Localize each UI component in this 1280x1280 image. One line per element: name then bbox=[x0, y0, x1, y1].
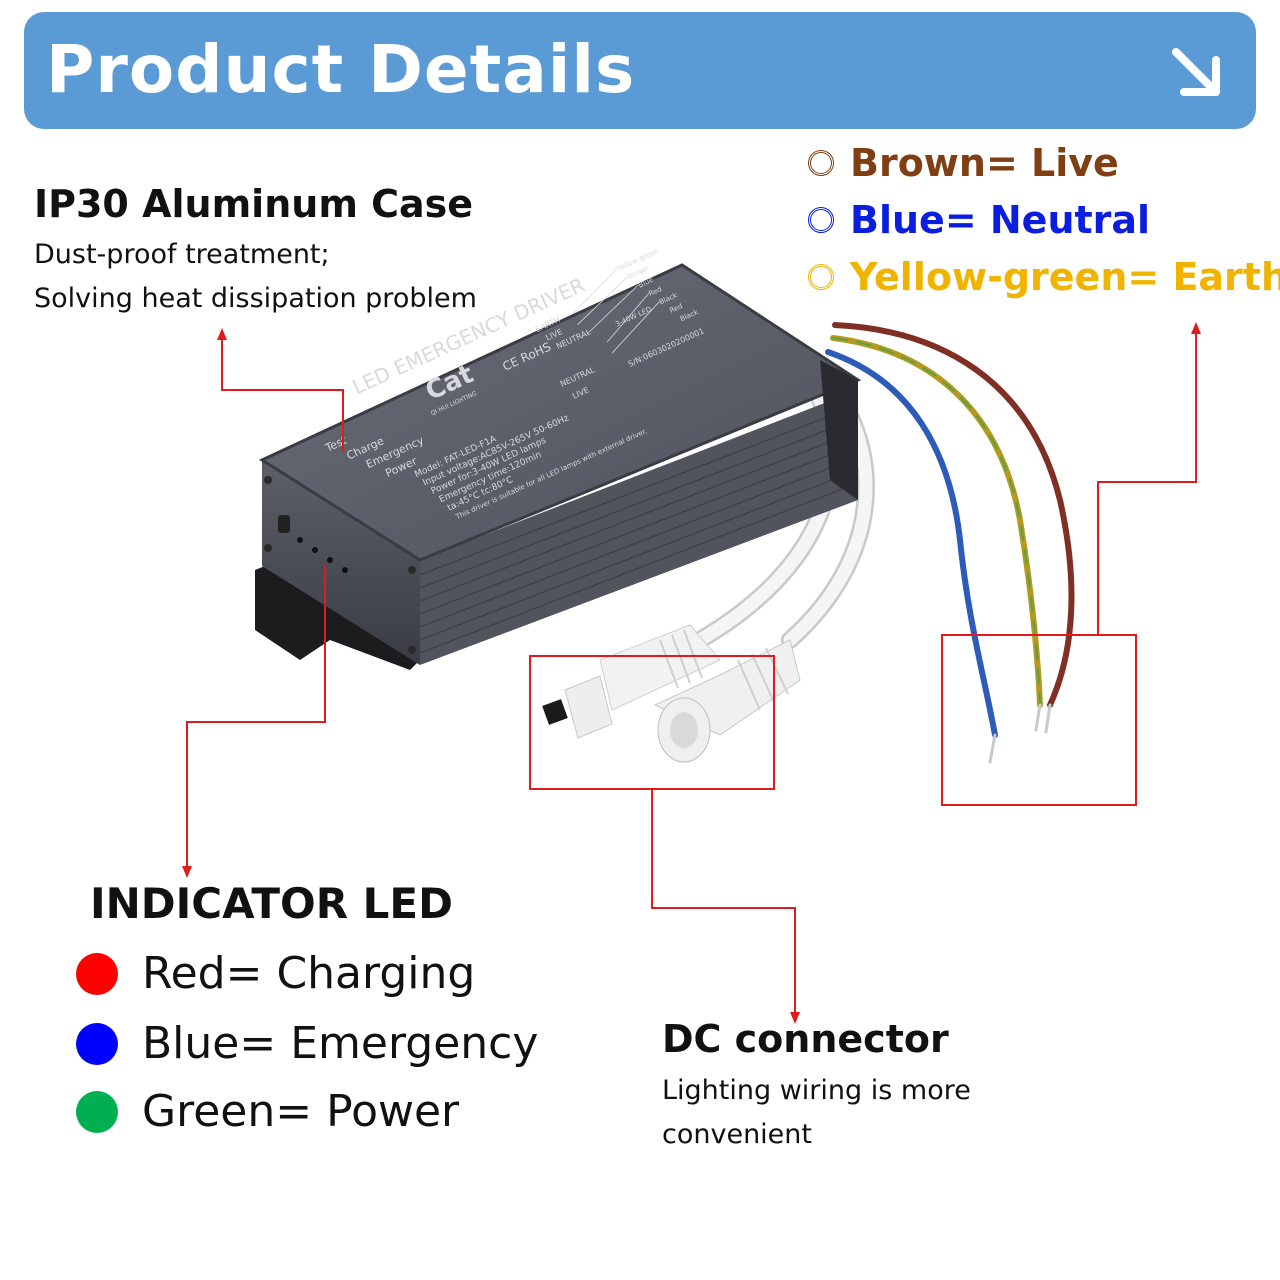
case-desc-line-2: Solving heat dissipation problem bbox=[34, 283, 477, 314]
dc-male-plug bbox=[542, 624, 721, 739]
dc-title: DC connector bbox=[662, 1017, 949, 1061]
wire-ends-highlight-box bbox=[941, 634, 1137, 806]
wire-legend-brown: Brown= Live bbox=[808, 140, 1119, 186]
wire-legend-yellow-green: Yellow-green= Earth bbox=[808, 254, 1280, 300]
dc-desc-line-1: Lighting wiring is more bbox=[662, 1075, 971, 1106]
ring-icon bbox=[808, 264, 834, 290]
indicator-title: INDICATOR LED bbox=[90, 879, 453, 928]
led-legend-label: Green= Power bbox=[142, 1086, 460, 1137]
case-title: IP30 Aluminum Case bbox=[34, 182, 474, 226]
callout-arrowheads bbox=[182, 322, 1201, 1024]
case-desc-line-1: Dust-proof treatment; bbox=[34, 239, 330, 270]
wire-legend-label: Blue= Neutral bbox=[850, 198, 1151, 242]
page-title: Product Details bbox=[46, 31, 636, 108]
wire-legend-label: Brown= Live bbox=[850, 141, 1119, 185]
wire-legend-blue: Blue= Neutral bbox=[808, 197, 1150, 243]
aluminum-case bbox=[258, 263, 862, 665]
led-legend-label: Blue= Emergency bbox=[142, 1018, 539, 1069]
led-legend-green: Green= Power bbox=[76, 1084, 459, 1140]
arrow-down-right-icon bbox=[1172, 48, 1220, 96]
ring-icon bbox=[808, 150, 834, 176]
output-wires bbox=[825, 322, 1075, 764]
green-dot-icon bbox=[76, 1091, 118, 1133]
ring-icon bbox=[808, 207, 834, 233]
led-legend-red: Red= Charging bbox=[76, 946, 475, 1002]
led-legend-label: Red= Charging bbox=[142, 948, 476, 999]
dc-female-socket bbox=[653, 639, 801, 763]
blue-dot-icon bbox=[76, 1023, 118, 1065]
wire-legend-label: Yellow-green= Earth bbox=[850, 255, 1280, 299]
led-legend-blue: Blue= Emergency bbox=[76, 1016, 538, 1072]
red-dot-icon bbox=[76, 953, 118, 995]
header-banner: Product Details bbox=[24, 12, 1256, 129]
dc-desc-line-2: convenient bbox=[662, 1119, 812, 1150]
callout-lines bbox=[186, 330, 1197, 1016]
